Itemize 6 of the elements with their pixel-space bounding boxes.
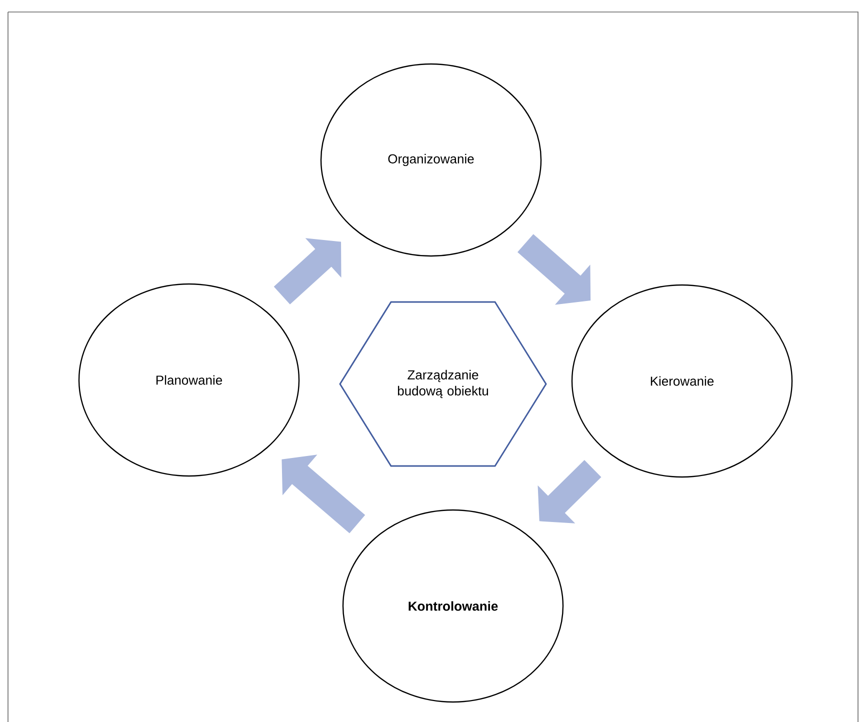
circle-node: Kierowanie (571, 284, 793, 478)
circle-node: Planowanie (78, 283, 300, 477)
block-arrow (274, 238, 342, 304)
circle-node: Kontrolowanie (342, 509, 564, 703)
hexagon-node: Zarządzanie budową obiektu (339, 301, 547, 467)
circle-node: Organizowanie (320, 63, 542, 257)
